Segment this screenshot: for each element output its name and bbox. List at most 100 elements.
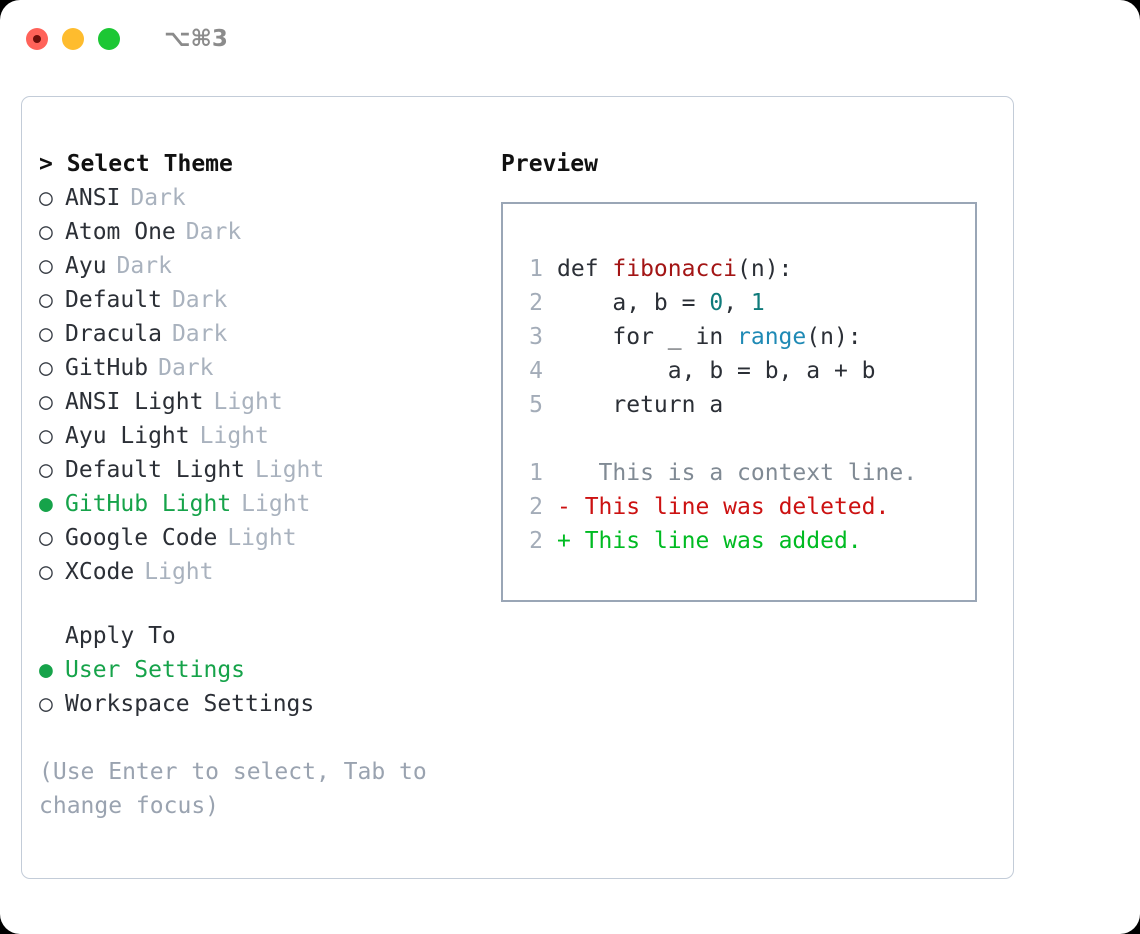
theme-option-tag: Light <box>213 389 283 415</box>
code-token: range <box>737 324 807 350</box>
theme-option-label: Default Light <box>65 457 246 483</box>
line-number: 2 <box>529 290 543 316</box>
code-line: 3 for _ in range(n): <box>517 320 969 354</box>
code-token: for _ in <box>557 324 738 350</box>
theme-option-label: Dracula <box>65 321 162 347</box>
code-token: , <box>723 290 751 316</box>
radio-unselected-icon: ○ <box>39 423 53 449</box>
theme-option[interactable]: ○ ANSI Light Light <box>39 385 469 419</box>
line-number: 5 <box>529 392 543 418</box>
diff-line: 2- This line was deleted. <box>517 490 969 524</box>
select-theme-header: > Select Theme <box>39 151 233 177</box>
line-number: 4 <box>529 358 543 384</box>
line-number: 2 <box>529 494 543 520</box>
keyboard-shortcut-label: ⌥⌘3 <box>164 26 228 52</box>
line-number: 1 <box>529 256 543 282</box>
theme-option-label: GitHub Light <box>65 491 232 517</box>
theme-option-tag: Dark <box>130 185 186 211</box>
theme-option[interactable]: ○ GitHub Dark <box>39 351 469 385</box>
minimize-button[interactable] <box>62 28 84 50</box>
code-token: a, b = b, a + b <box>557 358 876 384</box>
code-token: a, b = <box>557 290 710 316</box>
code-token: return a <box>557 392 724 418</box>
theme-option-tag: Dark <box>171 321 228 347</box>
theme-option-label: XCode <box>65 559 135 585</box>
diff-text: This line was deleted. <box>570 494 890 520</box>
radio-unselected-icon: ○ <box>39 691 53 717</box>
radio-unselected-icon: ○ <box>39 559 53 585</box>
radio-unselected-icon: ○ <box>39 253 53 279</box>
radio-unselected-icon: ○ <box>39 355 53 381</box>
apply-to-option-label: User Settings <box>65 657 246 683</box>
diff-sample: 1 This is a context line.2- This line wa… <box>517 456 969 558</box>
title-bar: ⌥⌘3 <box>0 0 1140 78</box>
theme-option-tag: Dark <box>185 219 242 245</box>
diff-sign <box>557 456 571 490</box>
close-button[interactable] <box>26 28 48 50</box>
theme-option-tag: Dark <box>171 287 228 313</box>
theme-option-tag: Light <box>144 559 214 585</box>
keyboard-hint-text: (Use Enter to select, Tab to change focu… <box>39 759 427 819</box>
radio-selected-icon: ● <box>39 657 53 683</box>
apply-to-list: ● User Settings ○ Workspace Settings <box>39 653 469 721</box>
code-line: 5 return a <box>517 388 969 422</box>
apply-to-option-label: Workspace Settings <box>65 691 315 717</box>
theme-option-label: Atom One <box>65 219 176 245</box>
window-controls <box>26 28 120 50</box>
theme-option[interactable]: ○ XCode Light <box>39 555 469 589</box>
code-token: def <box>557 256 613 282</box>
diff-text: This is a context line. <box>570 460 918 486</box>
apply-to-option[interactable]: ● User Settings <box>39 653 469 687</box>
theme-option[interactable]: ○ Dracula Dark <box>39 317 469 351</box>
apply-to-option[interactable]: ○ Workspace Settings <box>39 687 469 721</box>
radio-unselected-icon: ○ <box>39 457 53 483</box>
theme-option[interactable]: ○ Ayu Dark <box>39 249 469 283</box>
theme-option[interactable]: ○ Default Dark <box>39 283 469 317</box>
theme-option-tag: Light <box>255 457 325 483</box>
theme-option-tag: Dark <box>158 355 214 381</box>
theme-option[interactable]: ○ ANSI Dark <box>39 181 469 215</box>
theme-option-label: Google Code <box>65 525 218 551</box>
theme-option[interactable]: ○ Ayu Light Light <box>39 419 469 453</box>
diff-line: 1 This is a context line. <box>517 456 969 490</box>
radio-unselected-icon: ○ <box>39 185 53 211</box>
theme-option-tag: Light <box>227 525 297 551</box>
diff-line: 2+ This line was added. <box>517 524 969 558</box>
code-token: 1 <box>750 290 765 316</box>
theme-option-tag: Light <box>199 423 269 449</box>
line-number: 3 <box>529 324 543 350</box>
theme-option-label: Default <box>65 287 162 313</box>
theme-option-tag: Light <box>241 491 311 517</box>
theme-option-tag: Dark <box>116 253 172 279</box>
radio-unselected-icon: ○ <box>39 321 53 347</box>
code-token: (n): <box>806 324 862 350</box>
diff-text: This line was added. <box>570 528 862 554</box>
theme-option[interactable]: ○ Default Light Light <box>39 453 469 487</box>
diff-sign: - <box>557 494 571 520</box>
code-token: 0 <box>709 290 724 316</box>
radio-unselected-icon: ○ <box>39 287 53 313</box>
preview-header: Preview <box>501 151 598 177</box>
code-line: 2 a, b = 0, 1 <box>517 286 969 320</box>
theme-option-label: GitHub <box>65 355 149 381</box>
theme-option-label: Ayu <box>65 253 107 279</box>
radio-unselected-icon: ○ <box>39 389 53 415</box>
line-number: 2 <box>529 528 543 554</box>
code-token: (n): <box>737 256 793 282</box>
theme-option-label: ANSI <box>65 185 121 211</box>
maximize-button[interactable] <box>98 28 120 50</box>
code-token: fibonacci <box>612 256 738 282</box>
theme-option-label: Ayu Light <box>65 423 190 449</box>
theme-option-label: ANSI Light <box>65 389 204 415</box>
